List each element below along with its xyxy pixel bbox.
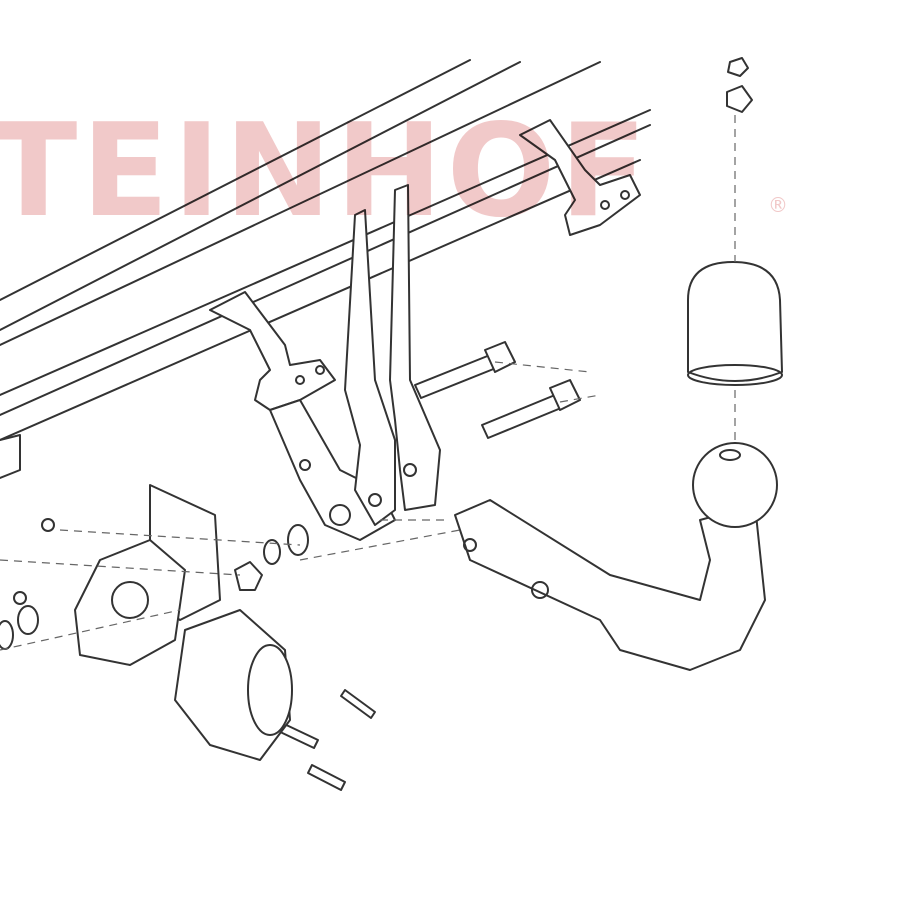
bolts bbox=[275, 341, 601, 791]
nuts-and-washers bbox=[0, 57, 753, 650]
electrical-socket-plate bbox=[74, 484, 221, 666]
registered-mark: ® bbox=[768, 193, 788, 217]
assembly-guide-lines bbox=[0, 115, 736, 651]
brand-watermark: TEINHOF bbox=[0, 97, 651, 246]
side-arms bbox=[344, 184, 441, 526]
drawbar-with-tow-ball bbox=[454, 442, 778, 671]
right-mounting-bracket bbox=[519, 119, 641, 236]
electrical-socket bbox=[174, 609, 293, 761]
tow-ball-cover bbox=[687, 261, 783, 386]
vehicle-crossbeam bbox=[0, 59, 651, 479]
